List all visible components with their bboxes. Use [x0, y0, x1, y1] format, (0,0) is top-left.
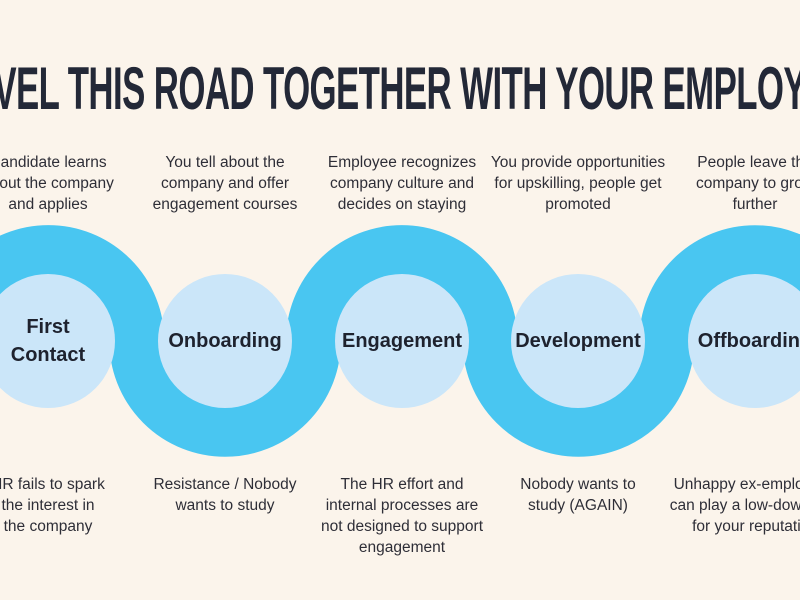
caption-line: company and offer	[160, 175, 290, 192]
caption-line: not designed to support	[320, 518, 484, 535]
caption-line: HR fails to spark	[0, 476, 105, 493]
stage-label-engagement: Engagement	[342, 327, 462, 355]
caption-line: Nobody wants to	[520, 476, 636, 493]
caption-line: can play a low-down role	[669, 497, 800, 514]
top-caption-development: You provide opportunities for upskilling…	[491, 152, 665, 215]
caption-line: the interest in	[1, 497, 95, 514]
stage-circle-engagement	[335, 274, 469, 408]
top-caption-onboarding: You tell about the company and offer eng…	[153, 152, 298, 215]
stage-label-development: Development	[515, 327, 641, 355]
stage-label-first-contact: First Contact	[11, 313, 85, 369]
caption-line: promoted	[545, 196, 611, 213]
caption-line: further	[732, 196, 778, 213]
caption-line: You tell about the	[165, 154, 285, 171]
stage-circle-first-contact	[0, 274, 115, 408]
stage-label-line: Offboarding	[697, 330, 800, 352]
caption-line: engagement	[358, 539, 446, 556]
top-caption-offboarding: People leave the company to grow further	[696, 152, 800, 215]
caption-line: company to grow	[695, 175, 800, 192]
top-caption-engagement: Employee recognizes company culture and …	[328, 152, 476, 215]
bottom-caption-offboarding: Unhappy ex-employees can play a low-down…	[670, 474, 800, 537]
bottom-caption-development: Nobody wants to study (AGAIN)	[520, 474, 635, 516]
caption-line: decides on staying	[337, 196, 467, 213]
caption-line: the company	[3, 518, 93, 535]
caption-line: internal processes are	[325, 497, 479, 514]
bottom-caption-engagement: The HR effort and internal processes are…	[321, 474, 483, 558]
caption-line: Unhappy ex-employees	[673, 476, 800, 493]
stage-label-offboarding: Offboarding	[698, 327, 800, 355]
stage-label-line: First	[26, 316, 70, 338]
caption-line: company culture and	[330, 175, 474, 192]
caption-line: engagement courses	[152, 196, 298, 213]
stage-label-onboarding: Onboarding	[168, 327, 281, 355]
bottom-caption-first-contact: HR fails to spark the interest in the co…	[0, 474, 105, 537]
caption-line: about the company	[0, 175, 114, 192]
caption-line: wants to study	[175, 497, 275, 514]
caption-line: Resistance / Nobody	[153, 476, 297, 493]
bottom-caption-onboarding: Resistance / Nobody wants to study	[153, 474, 296, 516]
caption-line: study (AGAIN)	[528, 497, 628, 514]
caption-line: and applies	[8, 196, 88, 213]
stage-label-line: Engagement	[341, 330, 463, 352]
caption-line: People leave the	[697, 154, 800, 171]
stage-circle-development	[511, 274, 645, 408]
caption-line: You provide opportunities	[490, 154, 666, 171]
caption-line: for your reputation	[692, 518, 800, 535]
caption-line: Candidate learns	[0, 154, 107, 171]
stage-label-line: Onboarding	[168, 330, 282, 352]
top-caption-first-contact: Candidate learns about the company and a…	[0, 152, 114, 215]
stage-label-line: Contact	[10, 344, 86, 366]
caption-line: The HR effort and	[340, 476, 464, 493]
caption-line: for upskilling, people get	[494, 175, 662, 192]
stage-label-line: Development	[515, 330, 641, 352]
stage-circle-onboarding	[158, 274, 292, 408]
stage-circle-offboarding	[688, 274, 800, 408]
caption-line: Employee recognizes	[327, 154, 477, 171]
road-path	[0, 225, 800, 457]
